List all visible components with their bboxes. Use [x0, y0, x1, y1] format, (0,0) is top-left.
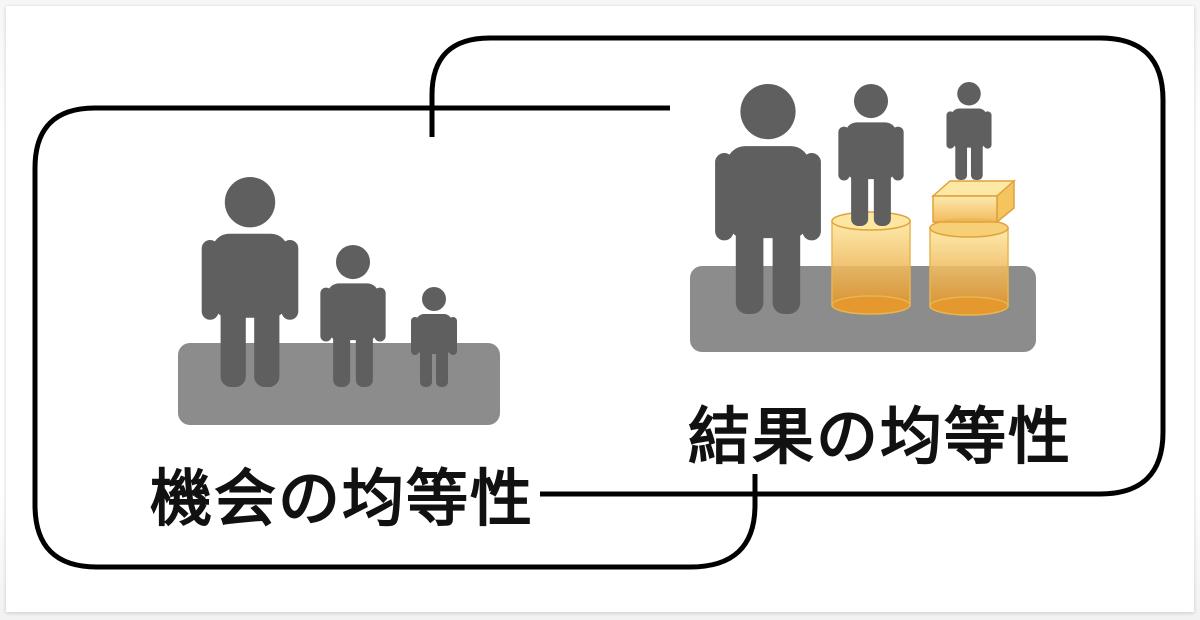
- connector-outline: [32, 35, 1166, 570]
- left-frame-line: [32, 105, 758, 570]
- short-person-on-box-icon: [946, 82, 992, 180]
- medium-person-on-pedestal-icon: [838, 83, 904, 226]
- opportunity-illustration: [178, 177, 500, 425]
- equality-of-outcome-label: 結果の均等性: [688, 400, 1073, 473]
- cylinder-pedestal-2: [929, 218, 1009, 316]
- outcome-illustration: [690, 82, 1036, 352]
- cylinder-pedestal-1: [831, 211, 911, 315]
- equality-of-opportunity-label: 機会の均等性: [150, 462, 535, 535]
- box-block: [931, 179, 1016, 224]
- right-frame-line: [429, 35, 1166, 497]
